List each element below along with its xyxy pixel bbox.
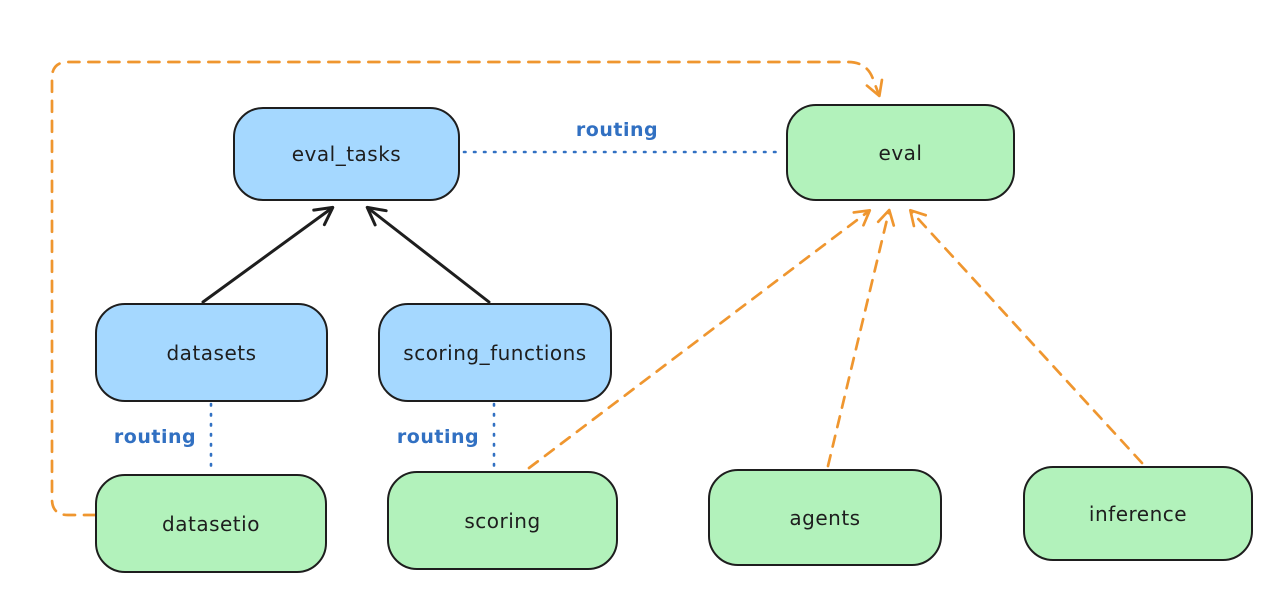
edge-scoring-to-eval xyxy=(527,209,872,470)
node-eval-tasks-label: eval_tasks xyxy=(291,142,402,166)
node-scoring: scoring xyxy=(387,471,618,570)
edge-datasets-to-eval-tasks xyxy=(201,205,335,304)
node-eval-tasks: eval_tasks xyxy=(233,107,460,201)
node-datasetio: datasetio xyxy=(95,474,327,573)
edge-scoring-functions-to-eval-tasks xyxy=(365,205,491,304)
node-datasets: datasets xyxy=(95,303,328,402)
node-scoring-label: scoring xyxy=(464,508,541,533)
edge-datasetio-to-eval xyxy=(50,60,884,517)
node-inference: inference xyxy=(1023,466,1253,561)
edge-label-routing-eval-tasks-eval: routing xyxy=(575,119,659,141)
node-eval-label: eval xyxy=(878,140,923,165)
node-eval: eval xyxy=(786,104,1015,201)
node-agents: agents xyxy=(708,469,942,566)
node-datasetio-label: datasetio xyxy=(162,511,260,536)
edge-label-routing-datasets-datasetio: routing xyxy=(113,426,197,448)
node-scoring-functions: scoring_functions xyxy=(378,303,612,402)
edge-inference-to-eval xyxy=(908,208,1144,465)
node-inference-label: inference xyxy=(1088,501,1188,526)
node-scoring-functions-label: scoring_functions xyxy=(403,340,587,365)
edge-agents-to-eval xyxy=(826,208,896,468)
node-datasets-label: datasets xyxy=(166,340,257,365)
node-agents-label: agents xyxy=(789,505,861,530)
edge-label-routing-scoring-functions-scoring: routing xyxy=(396,426,480,448)
